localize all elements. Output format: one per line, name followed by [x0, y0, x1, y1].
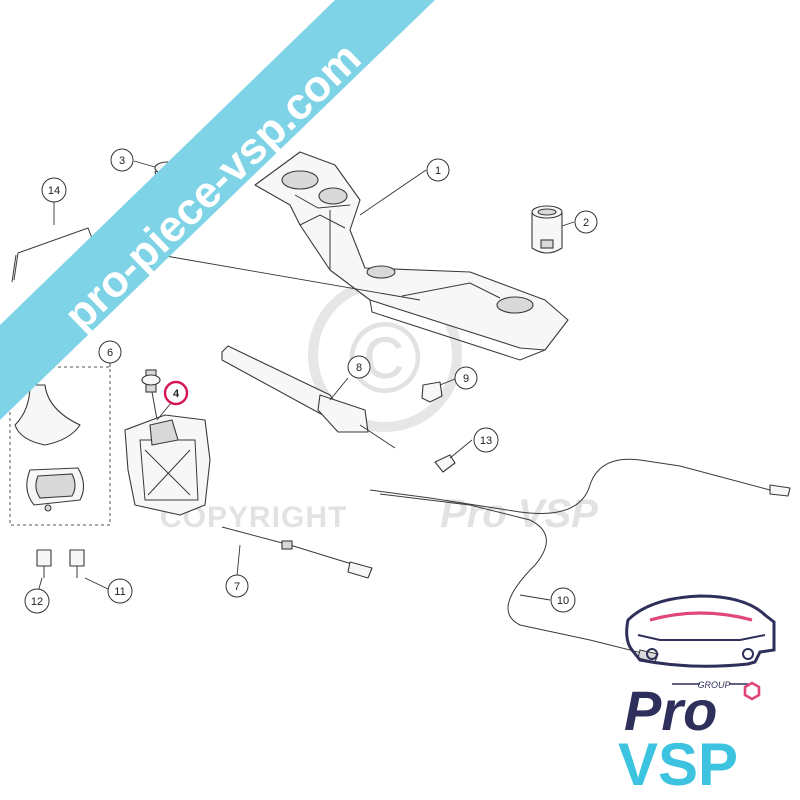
part-14-bracket — [11, 227, 95, 283]
callout-3: 3 — [110, 148, 134, 172]
svg-text:10: 10 — [557, 595, 569, 607]
watermark-brand: Pro VSP — [440, 492, 598, 536]
svg-text:14: 14 — [48, 185, 60, 197]
part-1-center-console — [254, 151, 569, 361]
svg-text:6: 6 — [107, 347, 113, 359]
svg-text:11: 11 — [114, 586, 125, 598]
part-4-gear-shift-mechanism — [124, 369, 211, 516]
callout-10: 10 — [550, 587, 576, 613]
callout-14: 14 — [41, 177, 67, 203]
svg-text:12: 12 — [31, 596, 43, 608]
svg-text:9: 9 — [463, 373, 469, 385]
part-7-cable — [221, 526, 373, 579]
callout-1: 1 — [426, 158, 450, 182]
svg-text:1: 1 — [435, 165, 441, 177]
callout-2: 2 — [574, 210, 598, 234]
logo-group-text: GROUP — [697, 680, 730, 690]
part-6-gaiter-kit — [9, 366, 111, 526]
logo-vsp-text: VSP — [618, 731, 738, 798]
logo-hex-icon — [743, 681, 761, 701]
svg-text:13: 13 — [480, 435, 492, 447]
car-roofline — [649, 611, 753, 622]
callout-4: 4 — [163, 380, 189, 406]
part-10-brake-cables — [369, 458, 791, 663]
leader-lines — [37, 160, 575, 601]
svg-text:7: 7 — [234, 581, 240, 593]
callout-13: 13 — [473, 427, 499, 453]
part-9-clip — [421, 381, 443, 403]
part-12-switch — [36, 549, 52, 578]
callout-6: 6 — [98, 340, 122, 364]
svg-text:8: 8 — [356, 362, 362, 374]
logo-pro-text: Pro — [624, 679, 717, 742]
callout-12: 12 — [24, 588, 50, 614]
callout-9: 9 — [454, 366, 478, 390]
callout-11: 11 — [107, 578, 133, 604]
callout-8: 8 — [347, 355, 371, 379]
provsp-logo: GROUP Pro VSP — [618, 594, 776, 798]
svg-text:3: 3 — [119, 155, 125, 167]
svg-text:4: 4 — [173, 388, 180, 400]
car-silhouette — [625, 594, 776, 668]
svg-text:2: 2 — [583, 217, 589, 229]
part-13-bracket — [434, 454, 456, 473]
part-11-switch — [69, 549, 85, 578]
callout-7: 7 — [225, 574, 249, 598]
part-8-handbrake-lever — [221, 345, 396, 449]
banner-stripe — [0, 0, 435, 420]
part-2-cup-holder — [531, 205, 563, 254]
